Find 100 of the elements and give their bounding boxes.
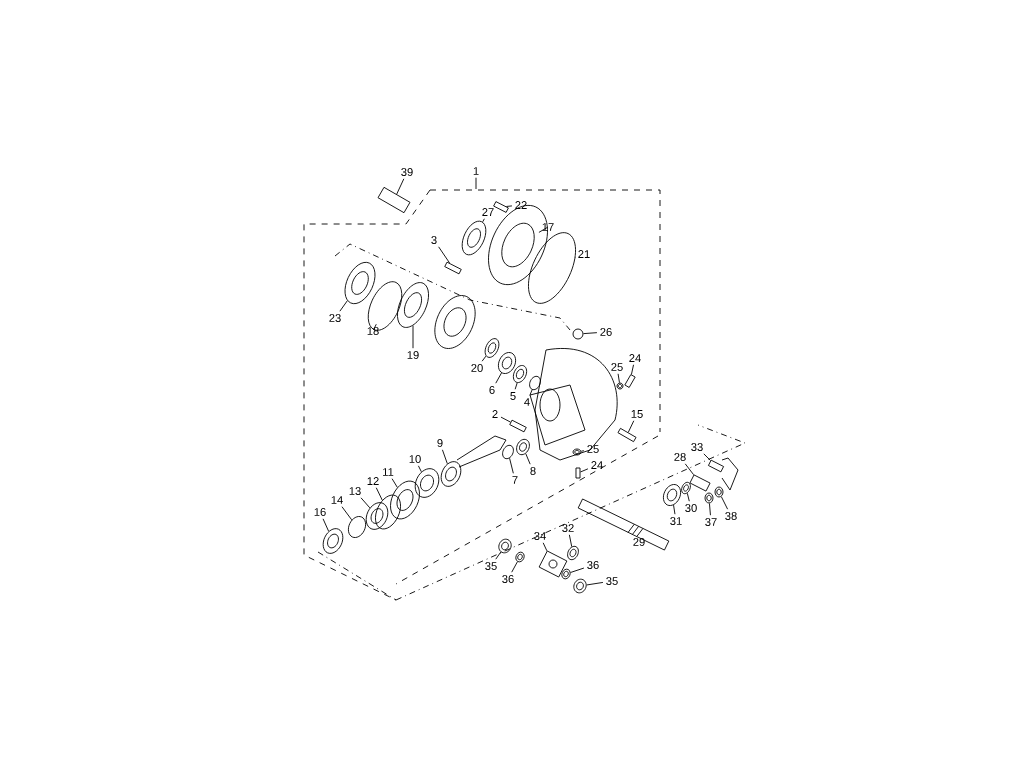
leader-line: [500, 416, 511, 423]
callout-number: 4: [524, 398, 530, 406]
leader-line: [509, 457, 514, 474]
ring: [528, 232, 576, 304]
callout-number: 35: [606, 577, 618, 585]
callout-number: 21: [578, 250, 590, 258]
leader-line: [703, 453, 711, 461]
callout-number: 19: [407, 351, 419, 359]
leader-line: [580, 450, 585, 452]
callout-number: 31: [670, 517, 682, 525]
ring: [344, 261, 376, 305]
callout-number: 36: [587, 561, 599, 569]
rod: [509, 419, 527, 433]
leader-line: [542, 542, 548, 552]
ring: [512, 365, 528, 383]
leader-line: [514, 382, 518, 390]
leader-line: [568, 534, 573, 548]
rod: [493, 201, 509, 213]
callout-number: 24: [591, 461, 603, 469]
leader-line: [495, 551, 502, 560]
leader-line: [495, 372, 502, 384]
ring: [397, 282, 429, 328]
callout-number: 35: [485, 562, 497, 570]
rod: [577, 498, 670, 551]
leader-line: [360, 497, 371, 509]
rod: [624, 374, 636, 388]
ring: [616, 382, 624, 390]
callout-number: 20: [471, 364, 483, 372]
callout-number: 12: [367, 477, 379, 485]
rod: [377, 186, 411, 214]
leader-line: [438, 246, 450, 264]
callout-number: 39: [401, 168, 413, 176]
callout-number: 8: [530, 467, 536, 475]
rod: [444, 261, 462, 275]
leader-line: [673, 504, 676, 515]
callout-number: 37: [705, 518, 717, 526]
ring: [414, 468, 440, 498]
leader-line: [417, 465, 422, 473]
ring: [461, 220, 487, 256]
ring: [498, 538, 512, 554]
leader-line: [391, 478, 398, 488]
leader-line: [529, 389, 533, 396]
ring: [484, 338, 500, 358]
leader-line: [617, 373, 620, 384]
joint-block: [538, 550, 568, 578]
callout-number: 38: [725, 512, 737, 520]
ring: [681, 481, 691, 495]
leader-line: [686, 492, 690, 502]
leader-line: [570, 567, 585, 573]
leader-line: [475, 177, 477, 190]
leader-line: [482, 218, 485, 223]
leader-line: [538, 226, 549, 233]
ring: [573, 578, 587, 594]
ring: [375, 494, 401, 530]
callout-number: 2: [492, 410, 498, 418]
callout-number: 24: [629, 354, 641, 362]
callout-number: 14: [331, 496, 343, 504]
leader-line: [396, 178, 405, 195]
leader-line: [580, 468, 589, 473]
leader-line: [373, 323, 377, 331]
ring: [390, 480, 420, 520]
ring: [567, 545, 579, 561]
leader-line: [341, 506, 353, 521]
leader-line: [481, 355, 487, 362]
ring: [365, 502, 389, 530]
leader-line: [441, 449, 448, 465]
leader-line: [720, 496, 729, 510]
callout-number: 18: [367, 327, 379, 335]
rod: [707, 459, 725, 473]
leader-line: [322, 518, 330, 532]
leader-line: [684, 463, 695, 476]
callout-number: 26: [600, 328, 612, 336]
callout-number: 6: [489, 386, 495, 394]
ring: [714, 486, 724, 498]
callout-number: 10: [409, 455, 421, 463]
ring: [502, 444, 514, 460]
ring: [322, 528, 344, 554]
callout-number: 5: [510, 392, 516, 400]
leader-line: [627, 420, 635, 433]
leader-line: [511, 561, 518, 573]
callout-number: 30: [685, 504, 697, 512]
leader-line: [525, 453, 531, 465]
callout-number: 17: [542, 223, 554, 231]
callout-number: 3: [431, 236, 437, 244]
callout-number: 13: [349, 487, 361, 495]
callout-number: 33: [691, 443, 703, 451]
callout-number: 25: [611, 363, 623, 371]
ring: [662, 484, 682, 506]
ring: [572, 328, 584, 340]
rod: [575, 467, 581, 479]
ring: [440, 461, 462, 487]
leader-line: [506, 205, 513, 207]
leader-line: [339, 300, 348, 312]
leader-line: [583, 332, 598, 335]
leader-line: [375, 487, 383, 501]
callout-number: 9: [437, 439, 443, 447]
callout-number: 27: [482, 208, 494, 216]
leader-line: [709, 503, 711, 516]
callout-number: 22: [515, 201, 527, 209]
ring: [704, 492, 714, 504]
